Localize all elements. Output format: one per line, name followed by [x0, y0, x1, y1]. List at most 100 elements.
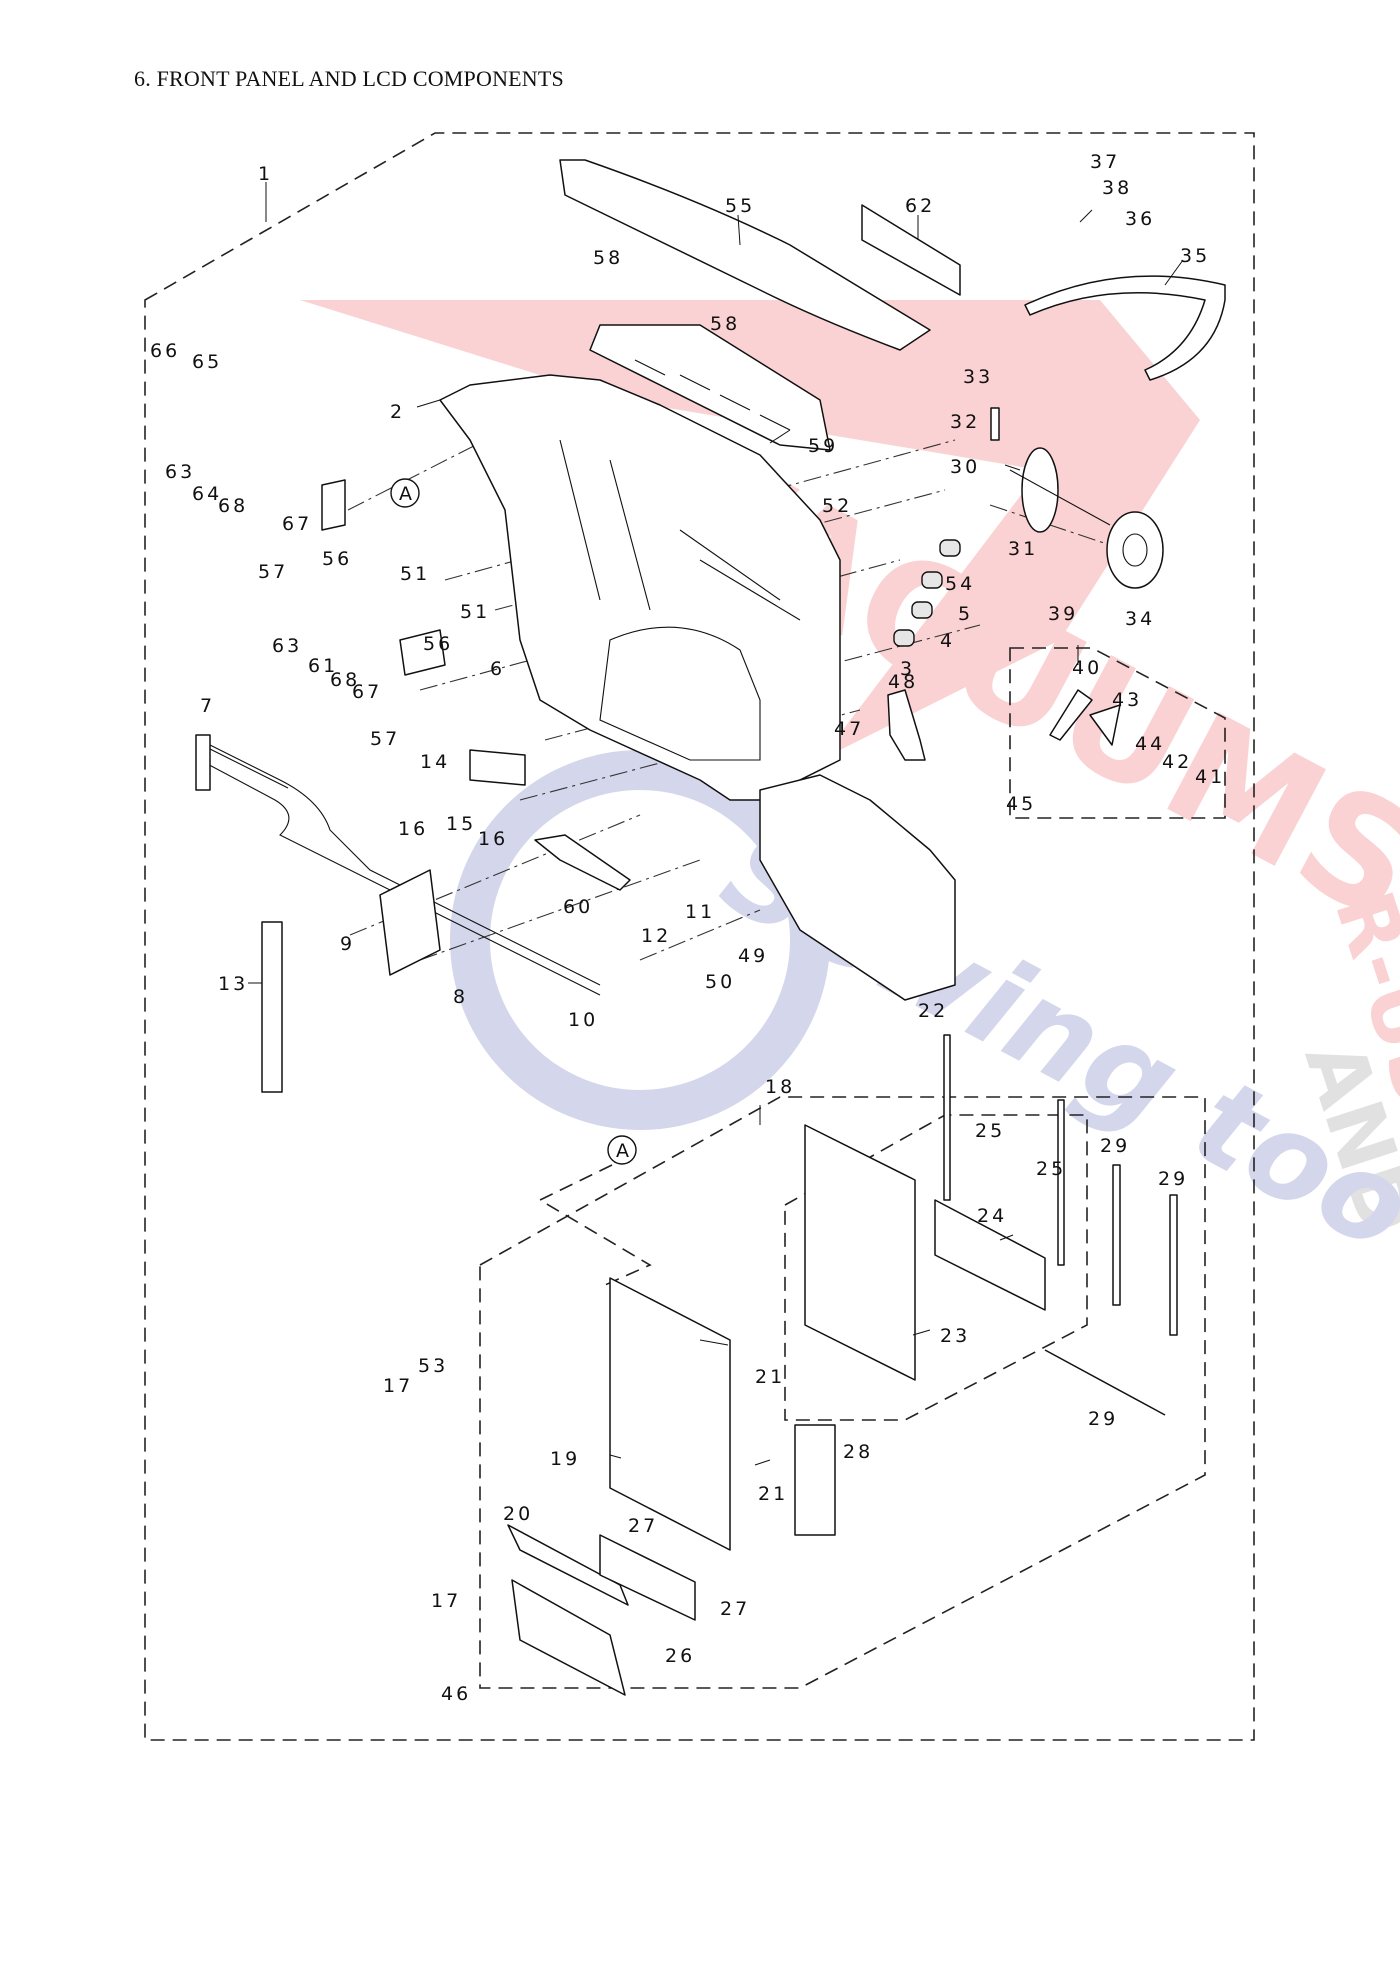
part-29-strip-c	[1044, 1349, 1166, 1416]
part-34-knob	[1106, 511, 1164, 589]
callout-12: 12	[641, 925, 671, 947]
callout-29c: 29	[1088, 1408, 1118, 1430]
callout-48: 48	[888, 671, 918, 693]
part-54-knob	[939, 539, 961, 557]
callout-28: 28	[843, 1441, 873, 1463]
part-25-strip-a	[943, 1034, 951, 1201]
callout-25b: 25	[1036, 1158, 1066, 1180]
callout-29a: 29	[1100, 1135, 1130, 1157]
callout-67a: 67	[282, 513, 312, 535]
callout-19: 19	[550, 1448, 580, 1470]
callout-47: 47	[834, 718, 864, 740]
part-5-knob	[921, 571, 943, 589]
part-34-knob-inner	[1122, 533, 1148, 567]
callout-37: 37	[1090, 151, 1120, 173]
callout-25a: 25	[975, 1120, 1005, 1142]
part-29-strip-a	[1112, 1164, 1121, 1306]
callout-2: 2	[390, 401, 405, 423]
part-housing-lcd-bottom	[511, 1579, 626, 1696]
callout-68b: 68	[330, 669, 360, 691]
callout-55: 55	[725, 195, 755, 217]
part-32-pin	[990, 407, 1000, 441]
callout-56a: 56	[322, 548, 352, 570]
part-60-strip	[534, 834, 631, 891]
callout-35: 35	[1180, 245, 1210, 267]
callout-53: 53	[418, 1355, 448, 1377]
callout-65: 65	[192, 351, 222, 373]
callout-66: 66	[150, 340, 180, 362]
callout-67b: 67	[352, 681, 382, 703]
callout-4: 4	[940, 630, 955, 652]
callout-7: 7	[200, 695, 215, 717]
callout-20: 20	[503, 1503, 533, 1525]
page-title: 6. FRONT PANEL AND LCD COMPONENTS	[134, 66, 564, 91]
part-13-label	[261, 921, 283, 1093]
callout-63a: 63	[165, 461, 195, 483]
callout-17b: 17	[431, 1590, 461, 1612]
part-43-lever	[1089, 704, 1121, 746]
callout-32: 32	[950, 411, 980, 433]
callout-56b: 56	[423, 633, 453, 655]
callout-61: 61	[308, 655, 338, 677]
callout-11: 11	[685, 901, 715, 923]
watermark-ring	[450, 750, 830, 1130]
ref-a-link	[538, 1164, 652, 1286]
callout-1: 1	[258, 163, 273, 185]
callout-6: 6	[490, 658, 505, 680]
part-31-shaft	[1009, 469, 1111, 526]
callout-57b: 57	[370, 728, 400, 750]
callout-9: 9	[340, 933, 355, 955]
callout-33: 33	[963, 366, 993, 388]
callout-63b: 63	[272, 635, 302, 657]
part-4-knob	[911, 601, 933, 619]
callout-64: 64	[192, 483, 222, 505]
callout-27b: 27	[720, 1598, 750, 1620]
callout-18: 18	[765, 1076, 795, 1098]
callout-34: 34	[1125, 608, 1155, 630]
part-59-slots	[634, 359, 791, 431]
callout-60: 60	[563, 896, 593, 918]
callout-43: 43	[1112, 689, 1142, 711]
callout-51b: 51	[460, 601, 490, 623]
callout-46: 46	[441, 1683, 471, 1705]
part-14-bracket	[469, 749, 526, 786]
part-25-strip-b	[1057, 1099, 1065, 1266]
part-19-lcd-board	[609, 1277, 731, 1551]
part-29-strip-b	[1169, 1194, 1178, 1336]
callout-59: 59	[808, 435, 838, 457]
part-2-window	[599, 626, 761, 761]
callout-31: 31	[1008, 538, 1038, 560]
callout-27a: 27	[628, 1515, 658, 1537]
part-62-label	[861, 204, 961, 296]
assembly-boundary-18	[479, 1096, 1206, 1689]
callout-30: 30	[950, 456, 980, 478]
callout-45: 45	[1006, 793, 1036, 815]
callout-50: 50	[705, 971, 735, 993]
callout-14: 14	[420, 751, 450, 773]
callout-10: 10	[568, 1009, 598, 1031]
callout-24: 24	[977, 1205, 1007, 1227]
callout-44: 44	[1135, 733, 1165, 755]
callout-58b: 58	[710, 313, 740, 335]
callout-13: 13	[218, 973, 248, 995]
callout-26: 26	[665, 1645, 695, 1667]
callout-49: 49	[738, 945, 768, 967]
part-2-inner-ribs	[559, 439, 801, 621]
callout-16a: 16	[398, 818, 428, 840]
callout-8: 8	[453, 986, 468, 1008]
part-24-film	[934, 1199, 1046, 1311]
callout-57a: 57	[258, 561, 288, 583]
callout-23: 23	[940, 1325, 970, 1347]
part-59-sheet	[589, 324, 831, 451]
part-7-connector	[195, 734, 211, 791]
callout-58a: 58	[593, 247, 623, 269]
callout-29b: 29	[1158, 1168, 1188, 1190]
ref-a-label-2: A	[616, 1140, 629, 1162]
callout-16b: 16	[478, 828, 508, 850]
part-28-flex-cable	[794, 1424, 836, 1536]
part-31-disc	[1021, 447, 1059, 533]
callout-21b: 21	[758, 1483, 788, 1505]
callout-17a: 17	[383, 1375, 413, 1397]
callout-41: 41	[1195, 766, 1225, 788]
